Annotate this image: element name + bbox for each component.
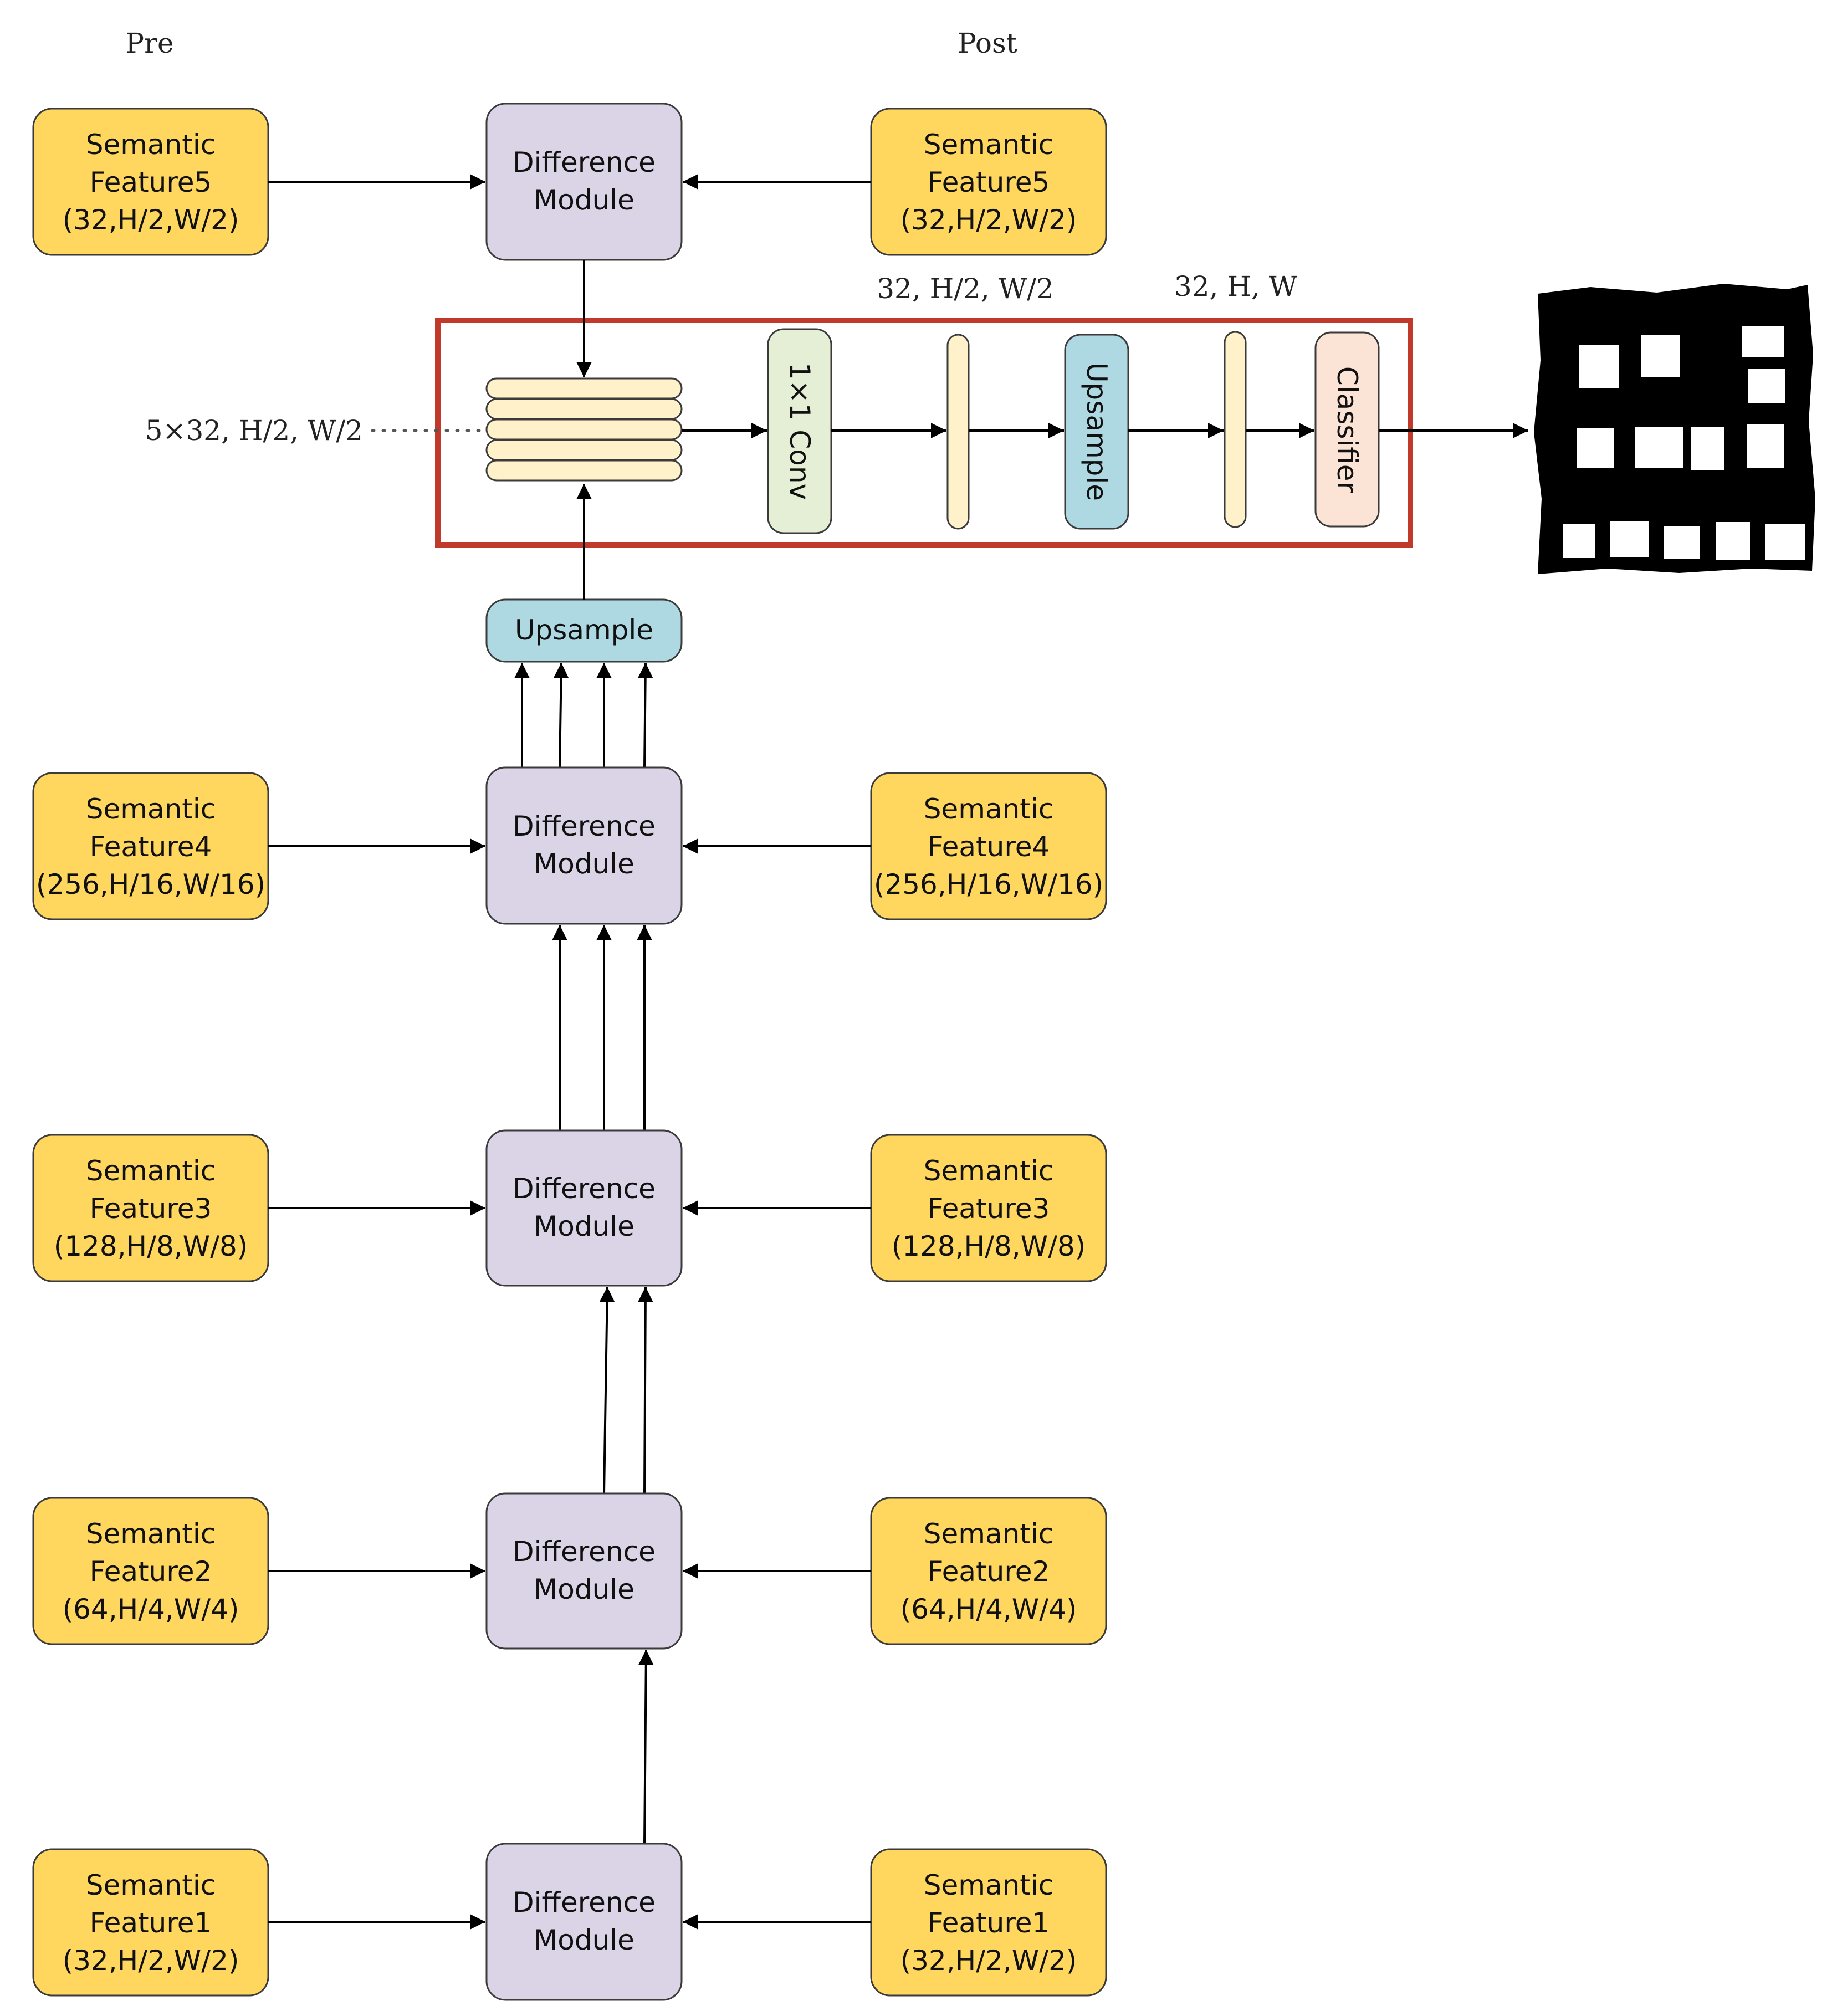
pre-feature1-line1: Semantic <box>86 1869 216 1901</box>
pre-feature5-box: Semantic Feature5 (32,H/2,W/2) <box>32 108 269 256</box>
difference-module-4-line2: Module <box>534 848 634 880</box>
change-map-output <box>1534 284 1815 574</box>
post-feature4-line2: Feature4 <box>928 831 1050 863</box>
pre-feature1-box: Semantic Feature1 (32,H/2,W/2) <box>32 1848 269 1997</box>
post-feature5-line3: (32,H/2,W/2) <box>900 204 1077 236</box>
post-conv-feature-bar <box>946 334 970 530</box>
difference-module-3: Difference Module <box>485 1129 683 1287</box>
pre-feature5-line1: Semantic <box>86 129 216 161</box>
post-feature4-box: Semantic Feature4 (256,H/16,W/16) <box>870 772 1107 920</box>
difference-module-1: Difference Module <box>485 1843 683 2001</box>
pre-feature2-line2: Feature2 <box>90 1556 212 1588</box>
decoder-head-highlight <box>435 318 1413 548</box>
pre-feature1-line3: (32,H/2,W/2) <box>63 1945 239 1977</box>
post-feature1-line2: Feature1 <box>928 1907 1050 1939</box>
pre-feature4-line2: Feature4 <box>90 831 212 863</box>
difference-module-4-line1: Difference <box>513 810 656 842</box>
post-feature3-box: Semantic Feature3 (128,H/8,W/8) <box>870 1134 1107 1282</box>
conv-1x1-label: 1×1 Conv <box>784 362 816 500</box>
post-feature3-line3: (128,H/8,W/8) <box>892 1230 1086 1262</box>
difference-module-5-line1: Difference <box>513 146 656 178</box>
pre-feature4-line1: Semantic <box>86 793 216 825</box>
arrow-diff4-to-upsample-4 <box>637 662 653 768</box>
post-feature3-line1: Semantic <box>924 1155 1054 1187</box>
post-feature3-line2: Feature3 <box>928 1193 1050 1225</box>
difference-module-2: Difference Module <box>485 1492 683 1650</box>
pre-feature3-box: Semantic Feature3 (128,H/8,W/8) <box>32 1134 269 1282</box>
concat-bar-4 <box>485 439 683 461</box>
difference-module-3-line1: Difference <box>513 1173 656 1205</box>
pre-header: Pre <box>125 27 173 59</box>
difference-module-5-line2: Module <box>534 184 634 216</box>
post-feature5-line2: Feature5 <box>928 166 1050 198</box>
post-feature4-line1: Semantic <box>924 793 1054 825</box>
concat-bar-5 <box>485 459 683 482</box>
post-feature2-line3: (64,H/4,W/4) <box>900 1593 1077 1625</box>
difference-module-5: Difference Module <box>485 103 683 261</box>
pre-feature2-box: Semantic Feature2 (64,H/4,W/4) <box>32 1497 269 1645</box>
difference-module-1-line1: Difference <box>513 1886 656 1918</box>
post-header: Post <box>958 27 1017 59</box>
post-feature4-line3: (256,H/16,W/16) <box>874 868 1103 900</box>
post-feature2-box: Semantic Feature2 (64,H/4,W/4) <box>870 1497 1107 1645</box>
difference-module-4: Difference Module <box>485 766 683 925</box>
classifier-box: Classifier <box>1314 331 1380 528</box>
post-feature2-line1: Semantic <box>924 1518 1054 1550</box>
concat-bar-3 <box>485 418 683 441</box>
arrow-diff4-to-upsample-2 <box>553 662 569 768</box>
output-mask-buildings <box>1563 326 1805 560</box>
pre-feature2-line1: Semantic <box>86 1518 216 1550</box>
post-feature2-line2: Feature2 <box>928 1556 1050 1588</box>
difference-module-3-line2: Module <box>534 1210 634 1242</box>
post-feature1-line1: Semantic <box>924 1869 1054 1901</box>
pre-feature5-line2: Feature5 <box>90 166 212 198</box>
post-upsample-feature-bar <box>1224 331 1247 528</box>
post-upsample-dim-label: 32, H, W <box>1174 270 1298 303</box>
concat-dim-label: 5×32, H/2, W/2 <box>145 415 363 447</box>
upsample-label: Upsample <box>515 614 653 646</box>
post-feature1-line3: (32,H/2,W/2) <box>900 1945 1077 1977</box>
pre-feature5-line3: (32,H/2,W/2) <box>63 204 239 236</box>
post-conv-dim-label: 32, H/2, W/2 <box>877 273 1054 305</box>
classifier-label: Classifier <box>1331 366 1363 493</box>
pre-feature3-line3: (128,H/8,W/8) <box>54 1230 248 1262</box>
difference-module-2-line2: Module <box>534 1573 634 1605</box>
difference-module-1-line2: Module <box>534 1924 634 1956</box>
difference-module-2-line1: Difference <box>513 1536 656 1568</box>
upsample-box: Upsample <box>485 598 683 663</box>
pre-feature3-line2: Feature3 <box>90 1193 212 1225</box>
arrow-diff2-to-diff3-2 <box>637 1286 653 1494</box>
concat-bar-1 <box>485 377 683 400</box>
post-feature5-line1: Semantic <box>924 129 1054 161</box>
concat-feature-stack <box>485 377 683 482</box>
conv-1x1-box: 1×1 Conv <box>767 328 832 534</box>
arrow-diff2-to-diff3-1 <box>599 1286 615 1494</box>
pre-feature1-line2: Feature1 <box>90 1907 212 1939</box>
post-feature5-box: Semantic Feature5 (32,H/2,W/2) <box>870 108 1107 256</box>
pre-feature2-line3: (64,H/4,W/4) <box>63 1593 239 1625</box>
post-feature1-box: Semantic Feature1 (32,H/2,W/2) <box>870 1848 1107 1997</box>
pre-feature4-box: Semantic Feature4 (256,H/16,W/16) <box>32 772 269 920</box>
head-upsample-label: Upsample <box>1081 362 1113 501</box>
head-upsample-box: Upsample <box>1064 334 1129 530</box>
pre-feature4-line3: (256,H/16,W/16) <box>36 868 265 900</box>
arrow-diff1-to-diff2 <box>638 1649 654 1844</box>
concat-bar-2 <box>485 398 683 420</box>
pre-feature3-line1: Semantic <box>86 1155 216 1187</box>
